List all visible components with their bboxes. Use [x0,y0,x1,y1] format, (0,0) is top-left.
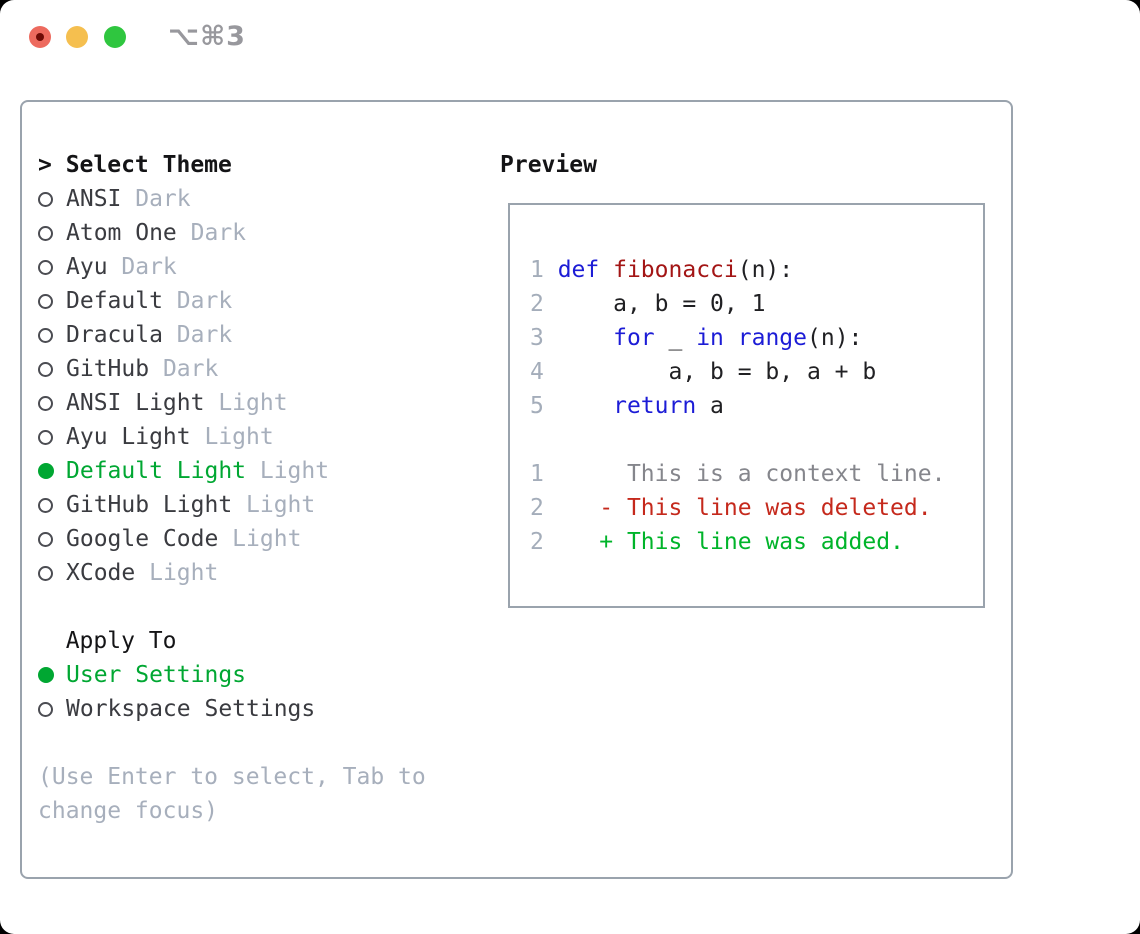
radio-icon [38,565,53,581]
code-line: 5 return a [530,393,724,419]
theme-option[interactable]: GitHub Dark [38,352,329,386]
option-variant-label: Light [135,560,219,586]
option-label: Atom One [66,220,177,246]
option-variant-label: Light [204,390,288,416]
zoom-button[interactable] [104,26,126,48]
radio-selected-icon [38,667,54,683]
option-label: Workspace Settings [66,696,316,722]
theme-option[interactable]: Default Light Light [38,454,329,488]
option-variant-label: Dark [121,186,191,212]
option-variant-label: Dark [162,322,233,348]
code-line: 4 a, b = b, a + b [530,359,877,385]
radio-icon [38,429,53,445]
radio-selected-icon [38,463,54,479]
option-variant-label: Light [232,492,316,518]
code-preview: 1 def fibonacci(n): 2 a, b = 0, 1 3 for _ … [530,253,945,559]
option-label: GitHub Light [66,492,233,518]
theme-option[interactable]: Dracula Dark [38,318,329,352]
option-label: User Settings [66,662,247,688]
close-button[interactable] [29,26,51,48]
window-title: ⌥⌘3 [168,21,246,52]
option-variant-label: Light [190,424,274,450]
option-label: ANSI Light [66,390,205,416]
theme-option[interactable]: ANSI Dark [38,182,329,216]
theme-option[interactable]: Default Dark [38,284,329,318]
radio-icon [38,191,53,207]
code-line: 2 + This line was added. [530,529,904,555]
option-variant-label: Dark [149,356,219,382]
option-label: Ayu [66,254,108,280]
radio-icon [38,361,53,377]
radio-icon [38,395,53,411]
radio-icon [38,327,53,343]
option-variant-label: Dark [176,220,247,246]
radio-icon [38,259,53,275]
option-label: GitHub [66,356,150,382]
option-variant-label: Light [218,526,302,552]
apply-option[interactable]: User Settings [38,658,329,692]
option-label: ANSI [66,186,122,212]
theme-option[interactable]: Ayu Light Light [38,420,329,454]
option-label: Ayu Light [66,424,191,450]
radio-icon [38,531,53,547]
option-variant-label: Dark [162,288,233,314]
radio-icon [38,293,53,309]
code-line [530,423,945,457]
code-line: 2 a, b = 0, 1 [530,291,766,317]
apply-option[interactable]: Workspace Settings [38,692,329,726]
preview-header: Preview [500,152,597,178]
select-theme-header: > Select Theme [38,152,232,178]
spacer [38,590,329,624]
code-line: 2 - This line was deleted. [530,495,932,521]
option-label: Default [66,288,163,314]
theme-option[interactable]: Google Code Light [38,522,329,556]
theme-option[interactable]: ANSI Light Light [38,386,329,420]
window-titlebar: ⌥⌘3 [0,0,1140,76]
code-line: 1 This is a context line. [530,461,946,487]
apply-to-header: Apply To [65,628,177,654]
theme-option[interactable]: XCode Light [38,556,329,590]
code-line: 1 def fibonacci(n): [530,257,794,283]
radio-icon [38,701,53,717]
option-label: Default Light [66,458,247,484]
option-label: XCode [66,560,136,586]
theme-option[interactable]: Ayu Dark [38,250,329,284]
radio-icon [38,497,53,513]
close-dot-icon [36,33,44,41]
theme-option[interactable]: Atom One Dark [38,216,329,250]
code-line: 3 for _ in range(n): [530,325,863,351]
option-variant-label: Light [246,458,330,484]
preview-pane: 1 def fibonacci(n): 2 a, b = 0, 1 3 for _ … [508,203,985,608]
theme-option[interactable]: GitHub Light Light [38,488,329,522]
option-label: Google Code [66,526,219,552]
minimize-button[interactable] [66,26,88,48]
keyboard-hint: (Use Enter to select, Tab to change focu… [38,764,426,824]
option-label: Dracula [66,322,163,348]
option-variant-label: Dark [107,254,177,280]
radio-icon [38,225,53,241]
